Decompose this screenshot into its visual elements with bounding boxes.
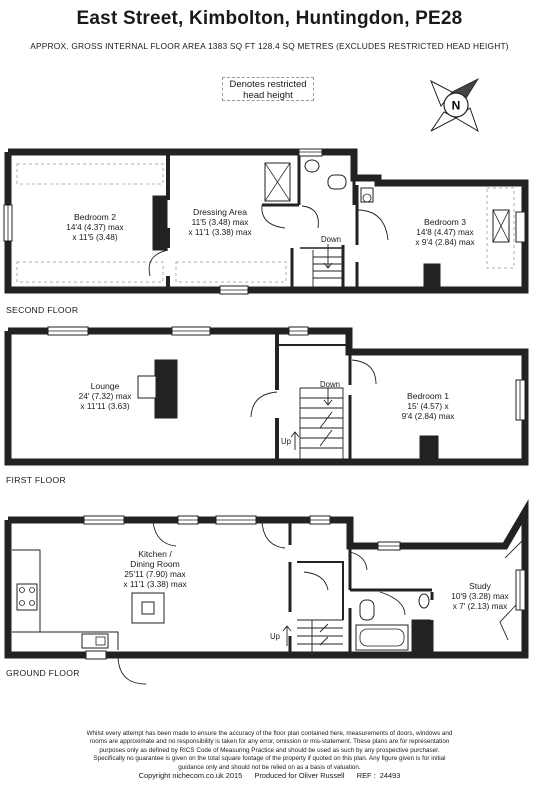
room-study: Study 10'9 (3.28) max x 7' (2.13) max <box>440 581 520 611</box>
room-name: Dressing Area <box>193 207 247 217</box>
ground-floor-label: GROUND FLOOR <box>6 668 80 678</box>
room-dressing-area: Dressing Area 11'5 (3.48) max x 11'1 (3.… <box>175 207 265 237</box>
room-dimension: 14'8 (4.47) max <box>416 227 474 237</box>
room-name: Study <box>469 581 491 591</box>
legend-line-2: head height <box>243 90 293 101</box>
disclaimer-line: purposes only as defined by RICS Code of… <box>99 746 440 754</box>
restricted-head-height-legend: Denotes restricted head height <box>222 77 314 101</box>
legend-line-1: Denotes restricted <box>229 79 307 90</box>
disclaimer-text: Whilst every attempt has been made to en… <box>56 730 483 772</box>
room-dimension: 25'11 (7.90) max <box>124 569 186 579</box>
room-dimension: 14'4 (4.37) max <box>66 222 124 232</box>
room-dimension: 11'5 (3.48) max <box>191 217 249 227</box>
room-dimension: x 11'1 (3.38) max <box>188 227 252 237</box>
room-dimension: 15' (4.57) x <box>407 401 449 411</box>
disclaimer-line: rooms are approximate and no responsibil… <box>89 738 450 746</box>
room-name: Dining Room <box>130 559 180 569</box>
stairs-up-label: Up <box>281 437 291 446</box>
room-name: Lounge <box>90 381 120 391</box>
room-dimension: x 11'1 (3.38) max <box>123 579 187 589</box>
room-bedroom-2: Bedroom 2 14'4 (4.37) max x 11'5 (3.48) <box>40 212 150 242</box>
room-name: Bedroom 3 <box>423 217 467 227</box>
room-name: Kitchen / <box>138 549 172 559</box>
room-dimension: 10'9 (3.28) max <box>451 591 509 601</box>
room-dimension: x 11'5 (3.48) <box>72 232 118 242</box>
room-dimension: x 7' (2.13) max <box>452 601 508 611</box>
room-name: Bedroom 1 <box>406 391 450 401</box>
ground-floor-plan <box>4 499 529 685</box>
stairs-down-label: Down <box>321 235 341 244</box>
page-title: East Street, Kimbolton, Huntingdon, PE28 <box>76 8 463 29</box>
stairs-down-label: Down <box>320 380 340 389</box>
room-dimension: 24' (7.32) max <box>78 391 132 401</box>
room-name: Bedroom 2 <box>73 212 117 222</box>
compass-letter: N <box>452 99 461 113</box>
disclaimer-line: guidance only and should not be relied o… <box>178 763 361 771</box>
room-dimension: x 11'11 (3.63) <box>80 401 130 411</box>
first-floor-label: FIRST FLOOR <box>6 475 66 485</box>
compass-north-icon: N <box>430 78 480 133</box>
stairs-up-label: Up <box>270 632 280 641</box>
room-dimension: x 9'4 (2.84) max <box>415 237 475 247</box>
disclaimer-line: Specifically no guarantee is given on th… <box>93 755 446 763</box>
room-bedroom-3: Bedroom 3 14'8 (4.47) max x 9'4 (2.84) m… <box>385 217 505 247</box>
disclaimer-line: Whilst every attempt has been made to en… <box>86 730 453 737</box>
room-bedroom-1: Bedroom 1 15' (4.57) x 9'4 (2.84) max <box>378 391 478 421</box>
floor-area-subtitle: APPROX. GROSS INTERNAL FLOOR AREA 1383 S… <box>30 41 509 51</box>
second-floor-plan <box>3 148 529 295</box>
room-dimension: 9'4 (2.84) max <box>401 411 455 421</box>
room-kitchen-dining: Kitchen / Dining Room 25'11 (7.90) max x… <box>100 549 210 589</box>
room-lounge: Lounge 24' (7.32) max x 11'11 (3.63) <box>62 381 148 411</box>
second-floor-label: SECOND FLOOR <box>6 305 79 315</box>
copyright-text: Copyright nichecom.co.uk 2015 Produced f… <box>138 771 401 780</box>
first-floor-plan <box>4 326 529 466</box>
